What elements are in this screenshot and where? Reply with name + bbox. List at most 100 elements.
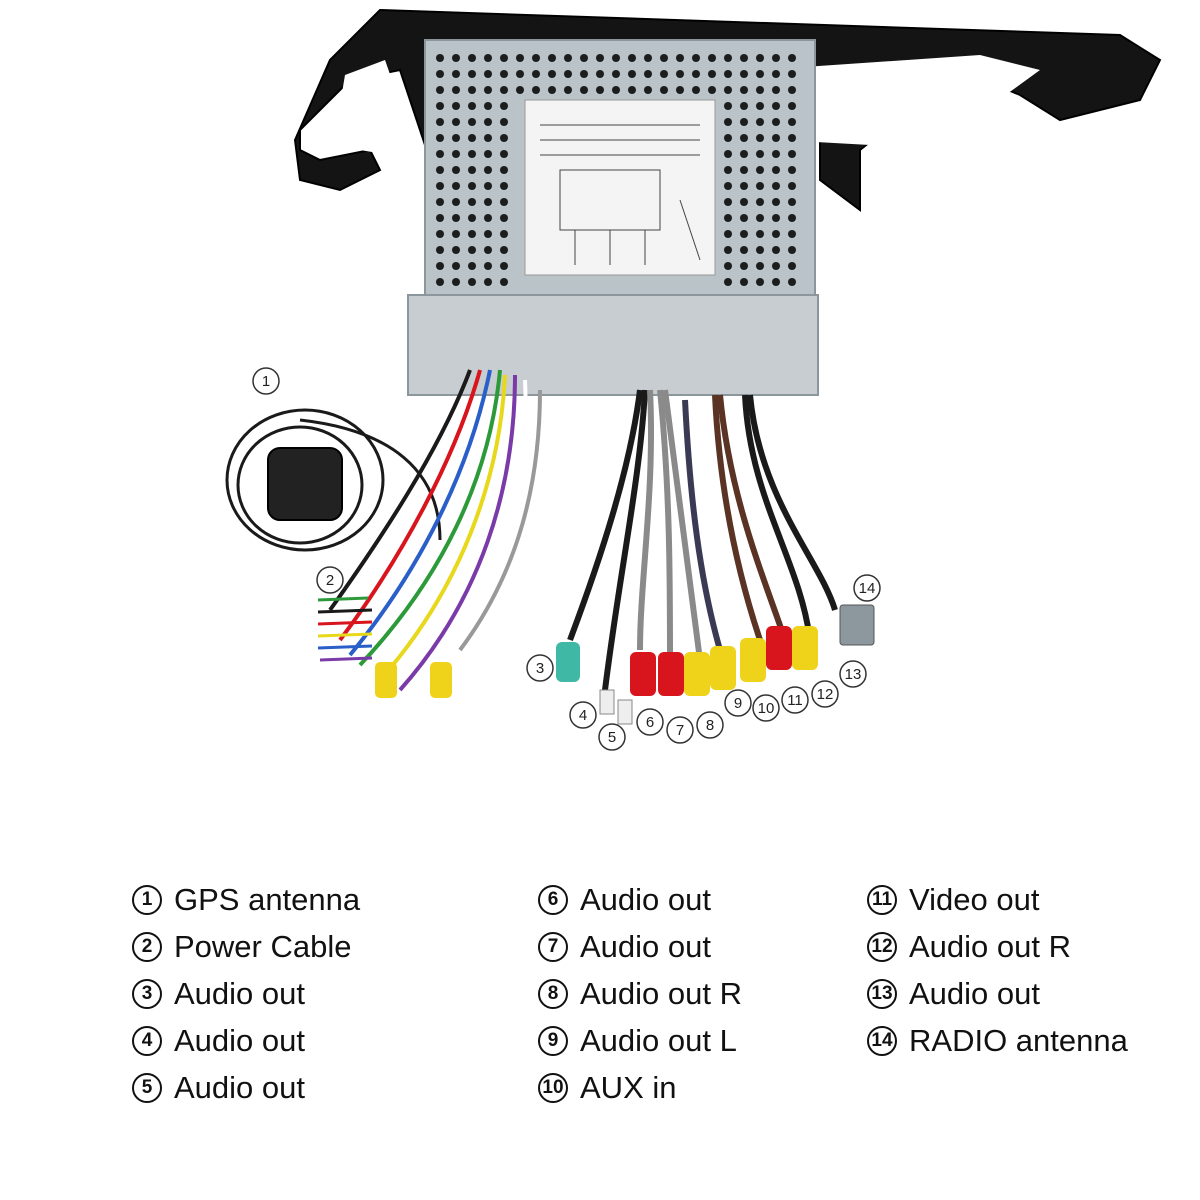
callout-9: 9	[724, 689, 752, 717]
vent-hole	[740, 102, 748, 110]
vent-hole	[468, 246, 476, 254]
vent-hole	[724, 134, 732, 142]
vent-hole	[436, 278, 444, 286]
vent-hole	[436, 182, 444, 190]
legend-label: Audio out R	[909, 928, 1071, 964]
vent-hole	[788, 118, 796, 126]
legend-label: Audio out R	[580, 975, 742, 1011]
legend-label: Audio out L	[580, 1022, 737, 1058]
vent-hole	[468, 198, 476, 206]
vent-hole	[500, 182, 508, 190]
vent-hole	[628, 54, 636, 62]
vent-hole	[612, 70, 620, 78]
vent-hole	[740, 262, 748, 270]
vent-hole	[532, 54, 540, 62]
vent-hole	[484, 134, 492, 142]
vent-hole	[756, 166, 764, 174]
vent-hole	[516, 86, 524, 94]
vent-hole	[484, 54, 492, 62]
vent-hole	[612, 54, 620, 62]
vent-hole	[532, 86, 540, 94]
vent-hole	[564, 86, 572, 94]
harness-lead-ends	[317, 596, 373, 662]
vent-hole	[740, 70, 748, 78]
vent-hole	[452, 198, 460, 206]
legend-number: 12	[867, 931, 897, 962]
vent-hole	[724, 150, 732, 158]
vent-hole	[500, 102, 508, 110]
rca-plug-yellow	[684, 652, 710, 696]
rca-plug-yellow	[710, 646, 736, 690]
vent-hole	[772, 150, 780, 158]
vent-hole	[436, 86, 444, 94]
vent-hole	[692, 86, 700, 94]
vent-hole	[756, 118, 764, 126]
vent-hole	[756, 70, 764, 78]
vent-hole	[772, 102, 780, 110]
vent-hole	[756, 54, 764, 62]
vent-hole	[468, 118, 476, 126]
vent-hole	[468, 166, 476, 174]
vent-hole	[756, 198, 764, 206]
vent-hole	[644, 86, 652, 94]
vent-hole	[772, 262, 780, 270]
vent-hole	[452, 102, 460, 110]
vent-hole	[756, 102, 764, 110]
wiring-diagram: 1 2 3 4 5 6 7 8 9 10 11 12 13 14	[225, 8, 1162, 751]
vent-hole	[724, 118, 732, 126]
gps-puck	[267, 447, 343, 521]
vent-hole	[500, 54, 508, 62]
wiring-label	[524, 99, 716, 276]
vent-hole	[740, 134, 748, 142]
vent-hole	[484, 230, 492, 238]
vent-hole	[500, 214, 508, 222]
vent-hole	[484, 70, 492, 78]
vent-hole	[548, 86, 556, 94]
rca-plug-red	[658, 652, 684, 696]
vent-hole	[484, 262, 492, 270]
rca-plug-red	[766, 626, 792, 670]
legend-label: RADIO antenna	[909, 1022, 1128, 1058]
vent-hole	[452, 118, 460, 126]
vent-hole	[772, 70, 780, 78]
svg-text:4: 4	[579, 707, 587, 724]
callout-7: 7	[666, 716, 694, 744]
callout-13: 13	[839, 660, 867, 688]
vent-hole	[468, 230, 476, 238]
vent-hole	[468, 134, 476, 142]
legend-number: 8	[538, 978, 568, 1009]
vent-hole	[500, 246, 508, 254]
rca-plugs	[556, 604, 875, 725]
vent-hole	[772, 134, 780, 142]
vent-hole	[788, 182, 796, 190]
svg-text:6: 6	[646, 714, 654, 731]
vent-hole	[740, 86, 748, 94]
legend-label: Video out	[909, 881, 1040, 917]
vent-hole	[724, 166, 732, 174]
vent-hole	[500, 262, 508, 270]
vent-hole	[484, 150, 492, 158]
vent-hole	[500, 150, 508, 158]
vent-hole	[452, 54, 460, 62]
legend-number: 10	[538, 1072, 568, 1103]
vent-hole	[452, 150, 460, 158]
vent-hole	[724, 214, 732, 222]
legend-number: 4	[132, 1025, 162, 1056]
vent-hole	[788, 230, 796, 238]
vent-hole	[724, 278, 732, 286]
vent-hole	[468, 54, 476, 62]
vent-hole	[516, 54, 524, 62]
legend-label: Audio out	[174, 975, 305, 1011]
vent-hole	[756, 150, 764, 158]
svg-text:1: 1	[262, 373, 270, 390]
vent-hole	[772, 118, 780, 126]
vent-hole	[452, 230, 460, 238]
